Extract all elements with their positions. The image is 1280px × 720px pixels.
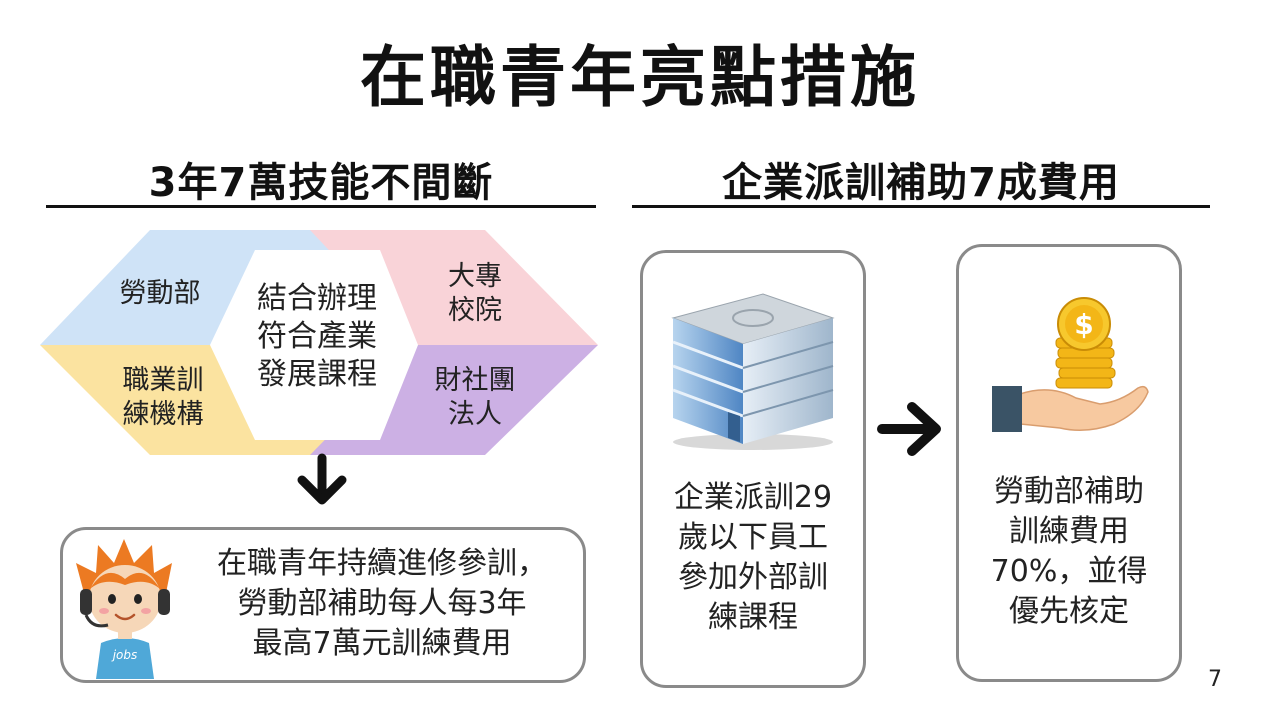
segment-training-org-label: 職業訓 練機構 — [122, 365, 204, 430]
enterprise-text: 企業派訓29 歲以下員工 參加外部訓 練課程 — [673, 480, 833, 635]
right-heading-underline — [632, 205, 1210, 208]
page-title: 在職青年亮點措施 — [360, 39, 920, 116]
left-heading-underline — [46, 205, 596, 208]
office-building-icon — [671, 293, 835, 450]
page-number: 7 — [1208, 667, 1222, 692]
left-heading: 3年7萬技能不間斷 — [148, 160, 494, 206]
money-hand-icon: $ — [992, 297, 1149, 432]
center-hexagon-shape — [210, 250, 418, 440]
svg-text:$: $ — [1074, 308, 1093, 341]
mascot-badge-text: jobs — [111, 648, 138, 662]
segment-ministry-label: 勞動部 — [119, 278, 201, 309]
center-label: 結合辦理 符合產業 發展課程 — [257, 281, 377, 392]
down-arrow-icon — [297, 453, 347, 505]
right-arrow-icon — [877, 402, 941, 456]
segment-university-label: 大專 校院 — [448, 261, 502, 326]
summary-text: 在職青年持續進修參訓， 勞動部補助每人每3年 最高7萬元訓練費用 — [217, 546, 547, 661]
subsidy-text: 勞動部補助 訓練費用 70%，並得 優先核定 — [990, 474, 1148, 629]
right-heading: 企業派訓補助7成費用 — [722, 160, 1120, 206]
segment-foundation-label: 財社團 法人 — [434, 365, 516, 430]
mascot-icon: jobs — [76, 539, 172, 679]
